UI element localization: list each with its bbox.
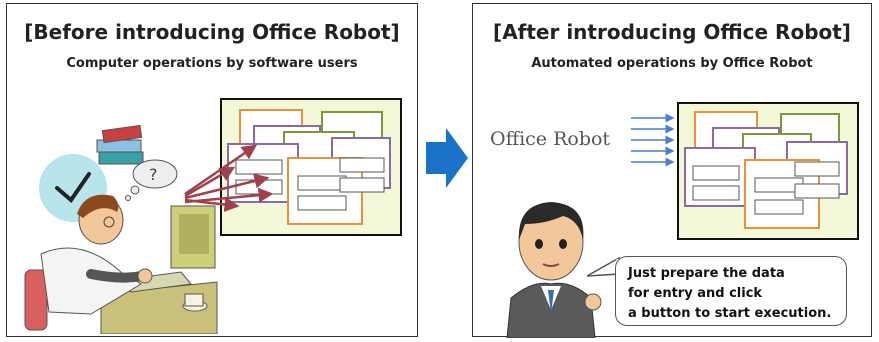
speech-line-2: for entry and click [628,286,763,301]
businessman-illustration [506,202,602,338]
panel-before: [Before introducing Office Robot] Comput… [6,3,418,337]
panel-before-title: [Before introducing Office Robot] [24,20,400,44]
office-robot-label: Office Robot [490,128,611,150]
screen-after [677,102,859,240]
app-windows-illustration [684,111,848,229]
speech-bubble: Just prepare the data for entry and clic… [615,256,847,326]
pointer-arrows [184,144,274,213]
panel-after-title: [After introducing Office Robot] [493,20,851,44]
user-at-computer-illustration [24,194,218,334]
panel-before-subtitle: Computer operations by software users [66,56,358,71]
svg-text:?: ? [149,165,158,184]
screen-before [220,98,402,236]
panel-after: [After introducing Office Robot] Automat… [472,3,872,338]
robot-arrows [631,113,675,167]
transition-arrow-icon [426,128,468,188]
speech-line-1: Just prepare the data [628,266,785,281]
app-windows-illustration [227,109,391,225]
panel-after-subtitle: Automated operations by Office Robot [531,56,813,71]
speech-line-3: a button to start execution. [628,306,832,321]
thought-bubble-icon: ? [125,159,178,201]
books-icon [96,124,144,165]
